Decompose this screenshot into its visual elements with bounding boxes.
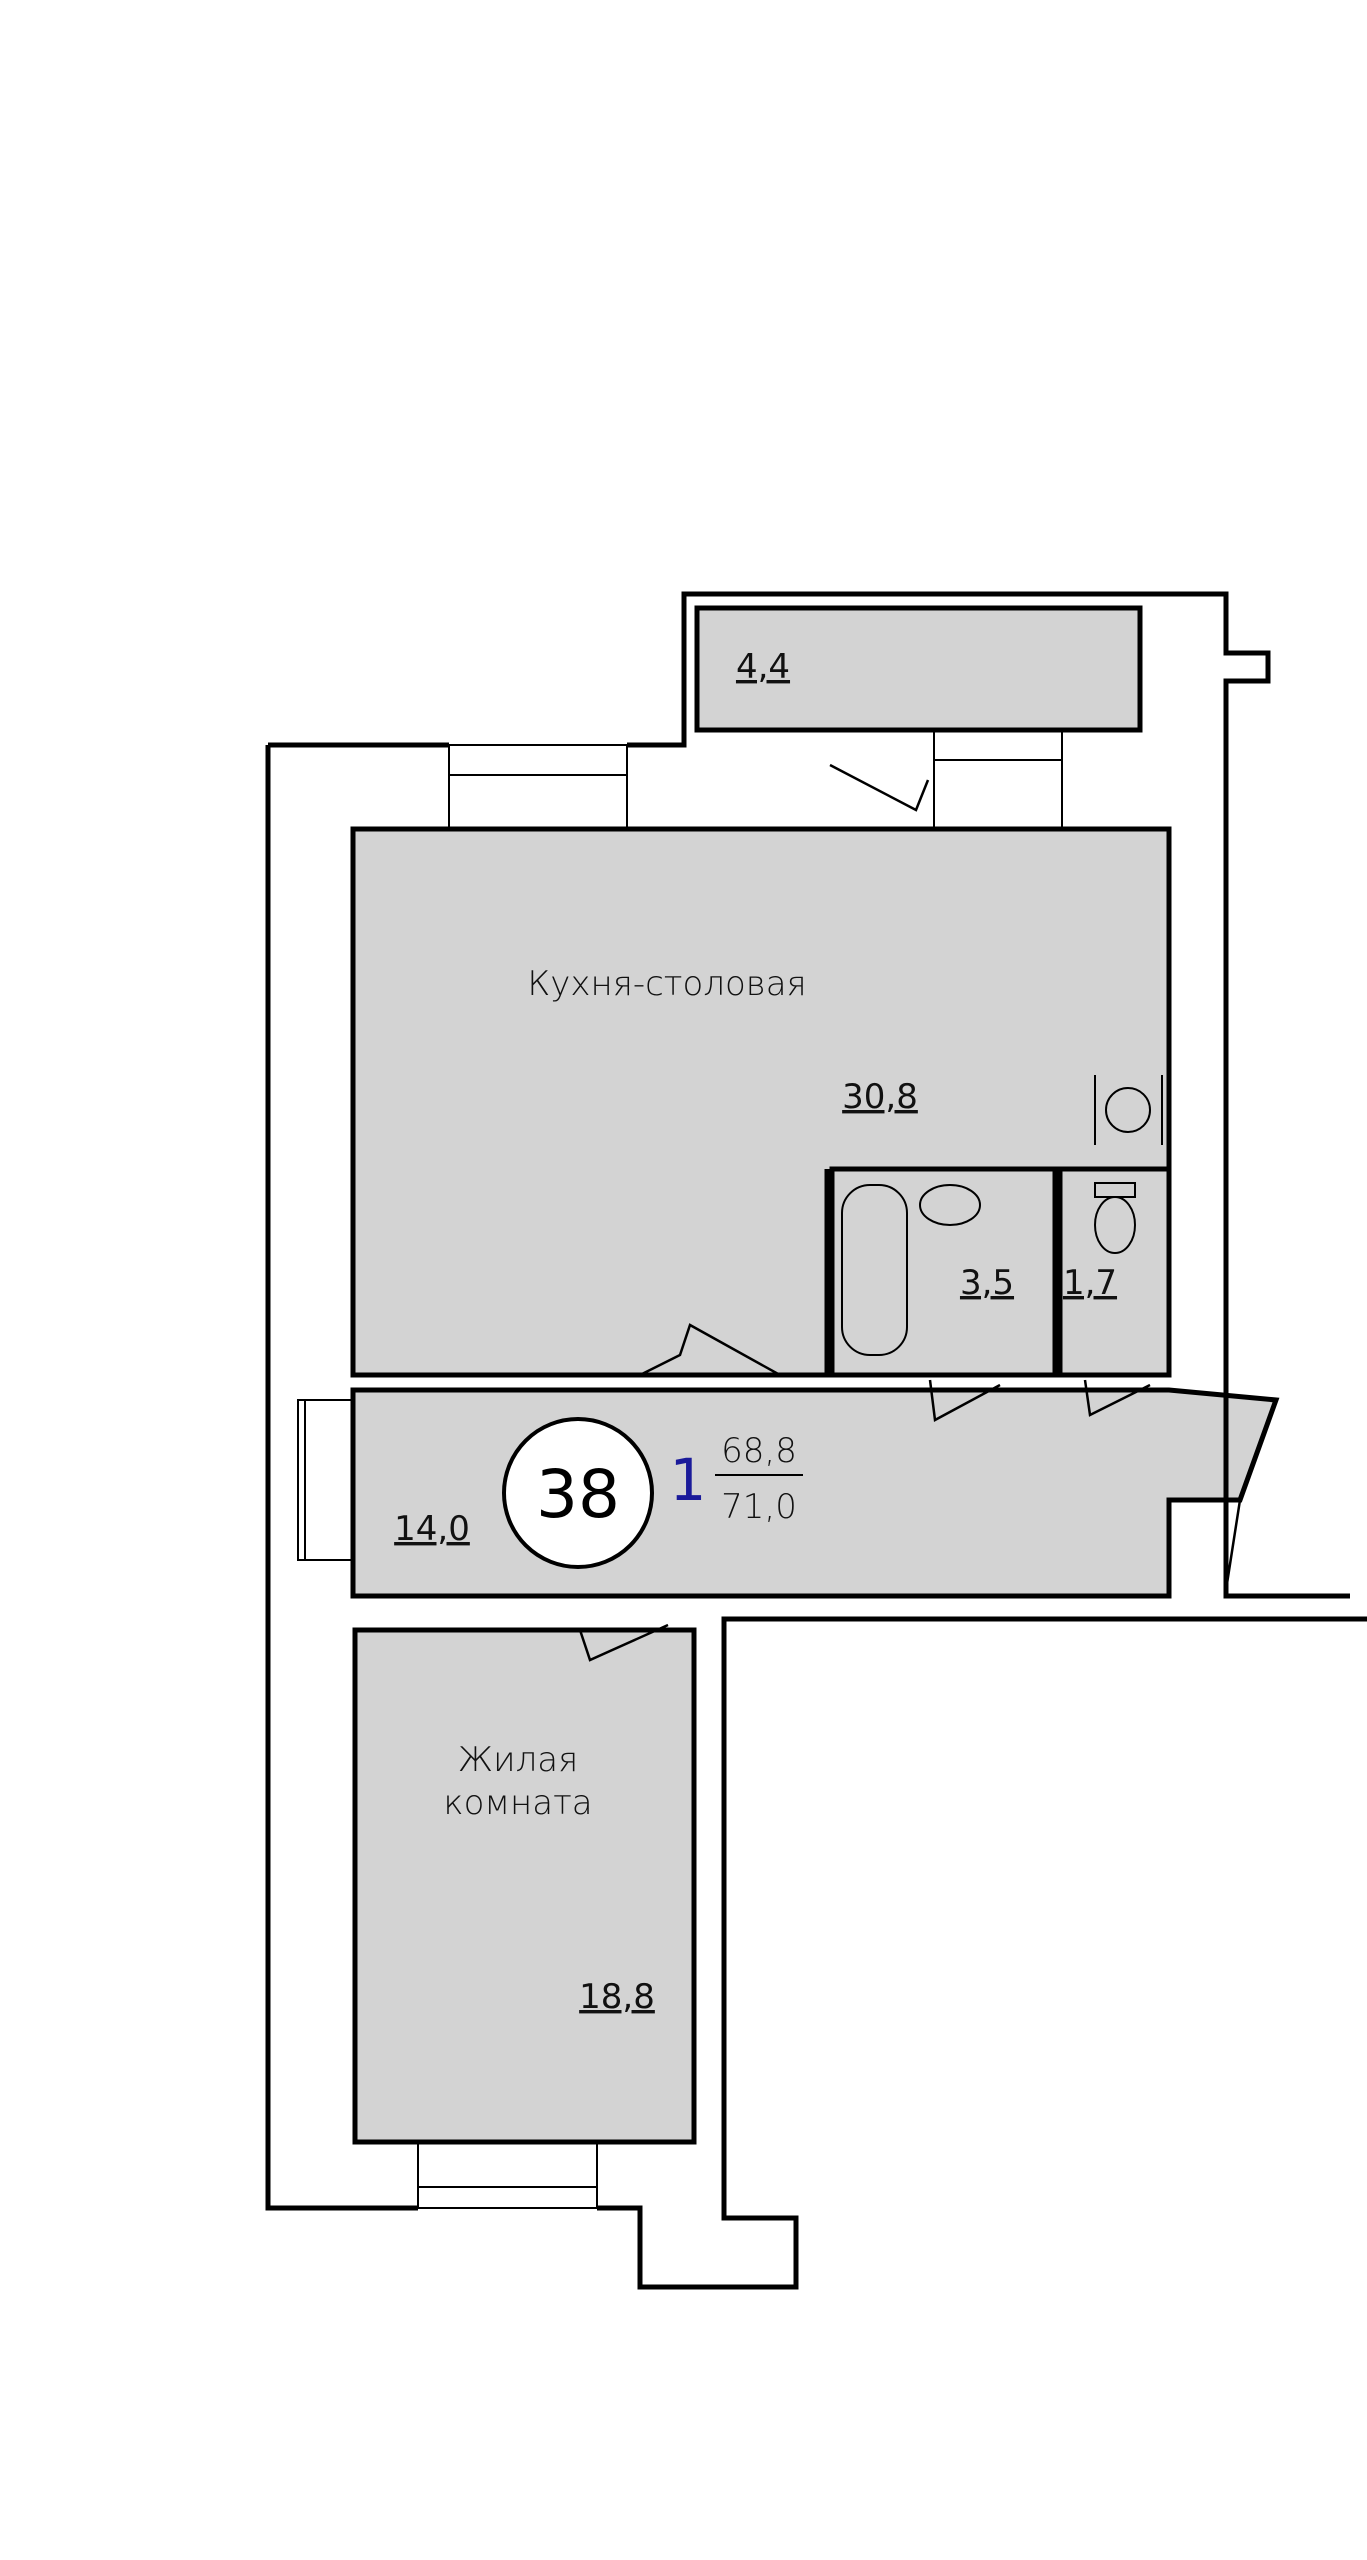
window-living (417, 2141, 598, 2209)
area-bathroom: 3,5 (960, 1263, 1014, 1303)
area-living: 18,8 (579, 1977, 655, 2017)
bathroom[interactable] (829, 1166, 1058, 1378)
doors (578, 763, 1278, 1662)
total-area: 71,0 (721, 1487, 797, 1527)
living-room[interactable] (352, 1627, 697, 2145)
apartment-number-circle (502, 1417, 654, 1569)
window-kitchen (448, 744, 628, 830)
hallway-room[interactable] (350, 1387, 1280, 1599)
window-balcony (933, 729, 1063, 830)
sink-icon (919, 1184, 981, 1226)
bathtub-icon (841, 1184, 908, 1356)
walls (265, 591, 1367, 2290)
room-label-living-2: комната (443, 1783, 592, 1823)
area-hall: 14,0 (394, 1509, 470, 1549)
area-toilet: 1,7 (1063, 1263, 1117, 1303)
apartment-number: 38 (536, 1456, 620, 1533)
area-kitchen: 30,8 (842, 1077, 918, 1117)
balcony-room[interactable] (694, 605, 1143, 733)
toilet-room[interactable] (1057, 1166, 1172, 1378)
windows (297, 729, 1063, 2209)
rooms-count: 1 (670, 1446, 707, 1514)
room-label-kitchen: Кухня-столовая (527, 964, 806, 1004)
fixtures (841, 1075, 1163, 1356)
area-balcony: 4,4 (736, 647, 790, 687)
living-area: 68,8 (721, 1431, 797, 1471)
window-hall (297, 1399, 354, 1561)
room-label-living-1: Жилая (458, 1740, 578, 1780)
